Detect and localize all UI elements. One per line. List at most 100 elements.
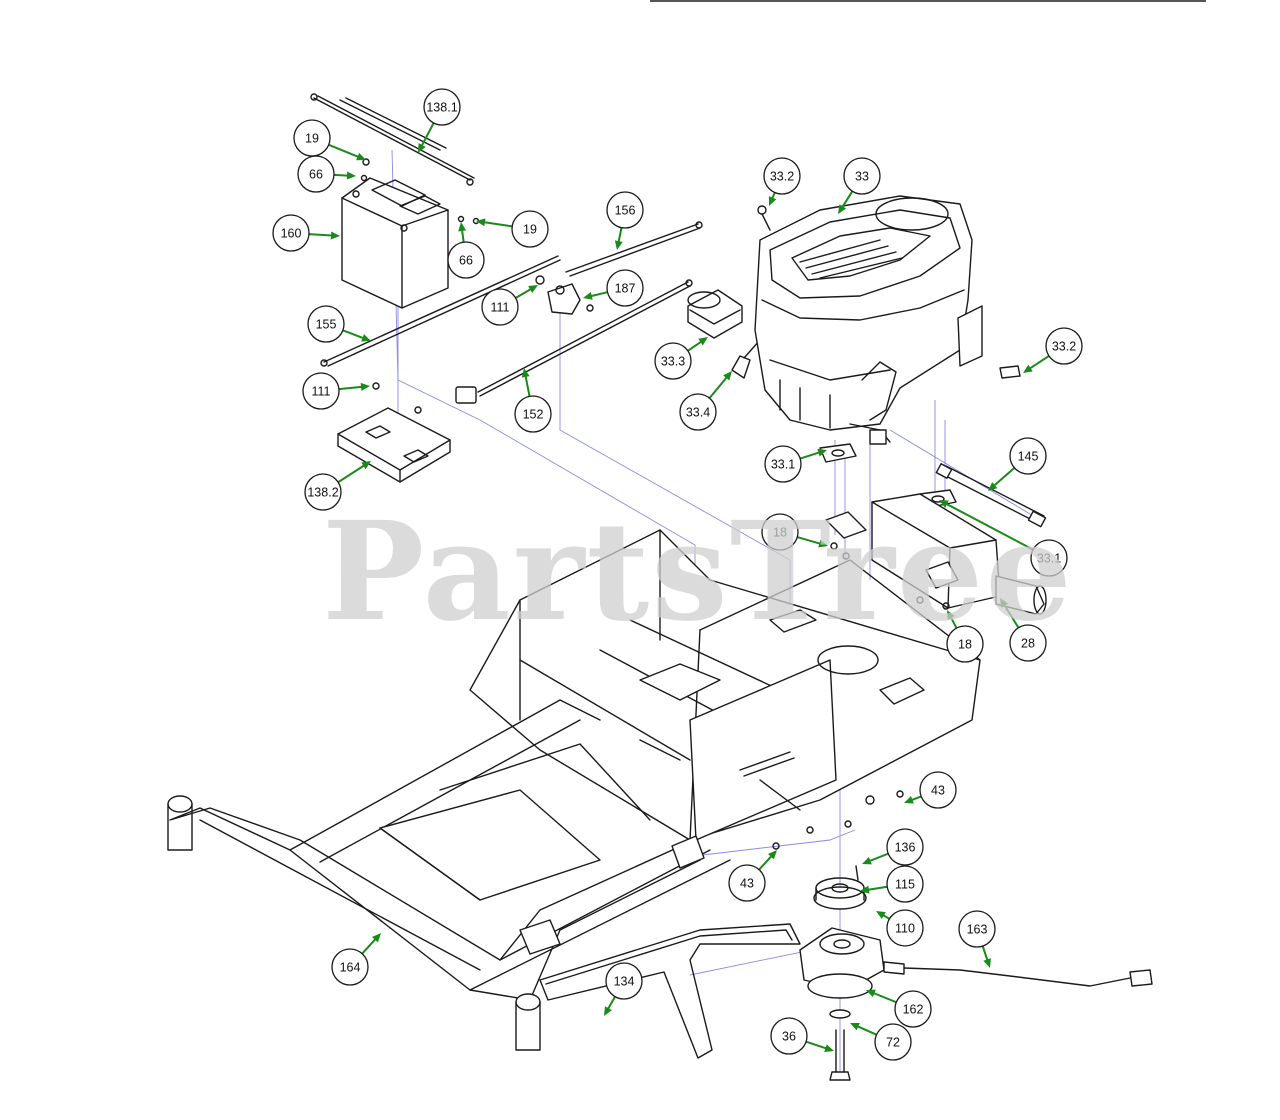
callout-label: 33.2 <box>1052 340 1076 354</box>
callout-164[interactable]: 164 <box>331 933 381 986</box>
callout-156[interactable]: 156 <box>606 191 644 250</box>
callout-bubble[interactable] <box>1009 624 1047 662</box>
leader-arrowhead <box>904 796 914 804</box>
callout-bubble[interactable] <box>919 771 957 809</box>
callout-label: 33.1 <box>1037 552 1061 566</box>
callout-bubble[interactable] <box>761 513 799 551</box>
callout-36[interactable]: 36 <box>770 1017 834 1055</box>
battery-tray <box>337 382 451 483</box>
callout-bubble[interactable] <box>423 88 461 126</box>
callout-bubble[interactable] <box>886 828 924 866</box>
callout-bubble[interactable] <box>606 191 644 229</box>
callout-bubble[interactable] <box>886 909 924 947</box>
callout-bubble[interactable] <box>304 473 342 511</box>
callout-152[interactable]: 152 <box>514 368 552 433</box>
leader-arrowhead <box>983 958 991 968</box>
callout-43[interactable]: 43 <box>904 771 957 809</box>
battery <box>341 158 480 309</box>
callout-bubble[interactable] <box>511 210 549 248</box>
callout-115[interactable]: 115 <box>860 865 924 903</box>
callout-110[interactable]: 110 <box>876 909 924 947</box>
callout-bubble[interactable] <box>958 910 996 948</box>
callout-bubble[interactable] <box>481 288 519 326</box>
fuel-filter <box>731 339 761 379</box>
leader-line <box>338 385 365 391</box>
callout-19[interactable]: 19 <box>476 210 549 248</box>
leader-arrowhead <box>1000 598 1009 608</box>
callout-bubble[interactable] <box>1045 327 1083 365</box>
callout-138-1[interactable]: 138.1 <box>418 88 461 153</box>
callout-label: 28 <box>1021 637 1035 651</box>
callout-bubble[interactable] <box>843 157 881 195</box>
callout-163[interactable]: 163 <box>958 910 996 968</box>
callout-bubble[interactable] <box>763 157 801 195</box>
callout-label: 66 <box>459 254 473 268</box>
leader-arrowhead <box>521 368 530 378</box>
leader-line <box>515 287 534 299</box>
callout-bubble[interactable] <box>679 393 717 431</box>
callout-162[interactable]: 162 <box>866 989 932 1028</box>
engine <box>754 195 1021 445</box>
callout-bubble[interactable] <box>302 372 340 410</box>
callout-18[interactable]: 18 <box>946 610 984 663</box>
callout-bubble[interactable] <box>654 342 692 380</box>
leader-arrowhead <box>876 911 886 920</box>
callout-bubble[interactable] <box>946 625 984 663</box>
callout-145[interactable]: 145 <box>988 437 1047 491</box>
callout-bubble[interactable] <box>331 948 369 986</box>
callout-label: 43 <box>740 877 754 891</box>
leader-arrowhead <box>1023 364 1033 373</box>
callout-155[interactable]: 155 <box>307 305 371 343</box>
leader-line <box>342 329 366 340</box>
callout-33-4[interactable]: 33.4 <box>679 371 732 431</box>
callout-18[interactable]: 18 <box>761 513 828 551</box>
leader-arrowhead <box>330 231 340 240</box>
callout-138-2[interactable]: 138.2 <box>304 461 371 511</box>
callout-134[interactable]: 134 <box>604 962 643 1016</box>
callout-160[interactable]: 160 <box>272 214 340 252</box>
leader-line <box>337 463 367 484</box>
callout-bubble[interactable] <box>886 865 924 903</box>
callout-bubble[interactable] <box>447 241 485 279</box>
callout-label: 111 <box>311 385 330 399</box>
leader-arrowhead <box>824 1044 834 1052</box>
callout-bubble[interactable] <box>874 1023 912 1061</box>
callout-bubble[interactable] <box>894 990 932 1028</box>
callout-111[interactable]: 111 <box>302 372 370 410</box>
callout-bubble[interactable] <box>605 962 643 1000</box>
callout-187[interactable]: 187 <box>583 269 644 307</box>
callout-33-3[interactable]: 33.3 <box>654 337 708 380</box>
callout-43[interactable]: 43 <box>728 850 777 902</box>
leader-line <box>419 122 435 149</box>
callout-label: 163 <box>967 923 988 937</box>
leader-line <box>308 233 335 237</box>
callout-bubble[interactable] <box>514 395 552 433</box>
callout-label: 33.4 <box>686 406 710 420</box>
callout-33-2[interactable]: 33.2 <box>1023 327 1083 373</box>
callout-33-1[interactable]: 33.1 <box>939 500 1068 577</box>
callout-bubble[interactable] <box>770 1017 808 1055</box>
callout-72[interactable]: 72 <box>850 1022 912 1061</box>
callout-bubble[interactable] <box>606 269 644 307</box>
callout-label: 160 <box>281 227 302 241</box>
callout-bubble[interactable] <box>272 214 310 252</box>
callout-33[interactable]: 33 <box>838 157 881 214</box>
callout-136[interactable]: 136 <box>862 828 924 866</box>
callout-bubble[interactable] <box>1009 437 1047 475</box>
leader-arrowhead <box>361 461 371 470</box>
callout-label: 19 <box>305 132 319 146</box>
callout-bubble[interactable] <box>307 305 345 343</box>
callout-19[interactable]: 19 <box>293 119 366 161</box>
leader-arrowhead <box>988 482 998 491</box>
callout-bubble[interactable] <box>1030 539 1068 577</box>
callout-bubble[interactable] <box>764 445 802 483</box>
callout-66[interactable]: 66 <box>297 155 356 193</box>
callout-111[interactable]: 111 <box>481 285 538 326</box>
callout-33-2[interactable]: 33.2 <box>763 157 801 206</box>
callout-bubble[interactable] <box>297 155 335 193</box>
callout-33-1[interactable]: 33.1 <box>764 445 827 483</box>
callout-bubble[interactable] <box>728 864 766 902</box>
callout-66[interactable]: 66 <box>447 222 485 279</box>
callout-28[interactable]: 28 <box>1000 598 1047 662</box>
